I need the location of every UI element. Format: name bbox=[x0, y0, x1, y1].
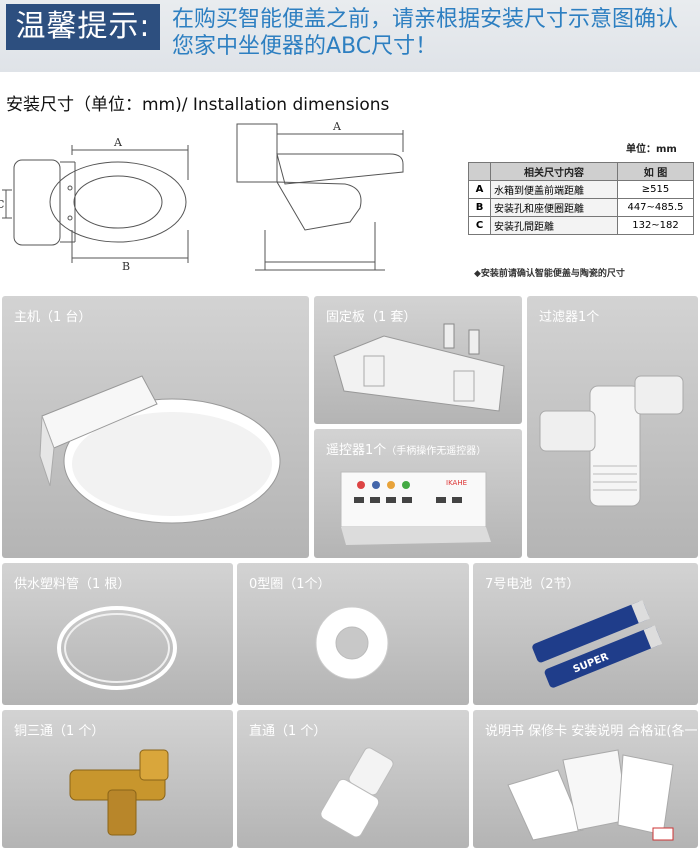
remote-label-note: （手柄操作无遥控器） bbox=[386, 446, 487, 457]
main-unit-label: 主机（1 台） bbox=[14, 310, 92, 325]
water-pipe-image bbox=[57, 606, 177, 690]
documents-image bbox=[507, 749, 674, 841]
row-key: B bbox=[468, 198, 491, 217]
mounting-plate-image bbox=[333, 323, 505, 412]
battery-image: SUPER bbox=[532, 600, 663, 688]
dim-b-label: B bbox=[122, 260, 130, 273]
straight-connector-image bbox=[320, 747, 394, 838]
mounting-plate-label: 固定板（1 套） bbox=[326, 310, 417, 325]
mounting-plate-tile: 固定板（1 套） bbox=[314, 296, 522, 424]
warning-badge: 温馨提示: bbox=[6, 4, 160, 50]
remote-control-tile: 遥控器1个（手柄操作无遥控器） IKAHE bbox=[314, 429, 522, 558]
warning-line-2: 您家中坐便器的ABC尺寸！ bbox=[172, 34, 438, 59]
remote-control-label: 遥控器1个（手柄操作无遥控器） bbox=[326, 439, 486, 458]
top-view-diagram: A B C bbox=[0, 136, 189, 273]
main-unit-tile: 主机（1 台） bbox=[2, 296, 309, 558]
side-view-diagram: A bbox=[236, 120, 404, 271]
dim-a-label: A bbox=[113, 136, 123, 149]
row-value: 447~485.5 bbox=[617, 198, 694, 217]
row-desc: 水箱到便盖前端距離 bbox=[490, 180, 618, 199]
o-ring-tile: 0型圈（1个） bbox=[237, 563, 469, 705]
o-ring-image bbox=[315, 606, 389, 680]
remote-label-main: 遥控器1个 bbox=[326, 443, 387, 458]
remote-control-image: IKAHE bbox=[340, 471, 491, 545]
straight-connector-tile: 直通（1 个） bbox=[237, 710, 469, 848]
water-pipe-label: 供水塑料管（1 根） bbox=[14, 577, 131, 592]
documents-label: 说明书 保修卡 安装说明 合格证(各一) bbox=[485, 724, 698, 739]
o-ring-label: 0型圈（1个） bbox=[249, 577, 331, 592]
row-desc: 安装孔和座便圈距離 bbox=[490, 198, 618, 217]
documents-tile: 说明书 保修卡 安装说明 合格证(各一) bbox=[473, 710, 698, 848]
side-dim-a-label: A bbox=[332, 120, 342, 133]
row-value: 132~182 bbox=[617, 216, 694, 235]
straight-connector-label: 直通（1 个） bbox=[249, 724, 327, 739]
table-header-cell bbox=[468, 162, 491, 181]
table-header-row: 相关尺寸内容 如 图 bbox=[468, 162, 694, 181]
row-key: A bbox=[468, 180, 491, 199]
table-row: C 安装孔間距離 132~182 bbox=[468, 216, 694, 235]
battery-label: 7号电池（2节） bbox=[485, 577, 580, 592]
copper-tee-tile: 铜三通（1 个） bbox=[2, 710, 233, 848]
dimension-table: 相关尺寸内容 如 图 A 水箱到便盖前端距離 ≥515 B 安装孔和座便圈距離 … bbox=[468, 162, 694, 235]
copper-tee-image bbox=[69, 749, 169, 836]
dim-c-label: C bbox=[0, 198, 4, 211]
warning-banner: 温馨提示: 在购买智能便盖之前，请亲根据安装尺寸示意图确认 您家中坐便器的ABC… bbox=[0, 0, 700, 72]
installation-title: 安装尺寸（单位：mm)/ Installation dimensions bbox=[6, 95, 390, 115]
copper-tee-label: 铜三通（1 个） bbox=[14, 724, 105, 739]
table-header-cell: 相关尺寸内容 bbox=[490, 162, 618, 181]
filter-image bbox=[539, 375, 684, 507]
row-desc: 安装孔間距離 bbox=[490, 216, 618, 235]
toilet-seat-image bbox=[39, 375, 281, 524]
table-row: B 安装孔和座便圈距離 447~485.5 bbox=[468, 198, 694, 217]
battery-tile: 7号电池（2节） SUPER bbox=[473, 563, 698, 705]
filter-tile: 过滤器1个 bbox=[527, 296, 698, 558]
table-row: A 水箱到便盖前端距離 ≥515 bbox=[468, 180, 694, 199]
row-value: ≥515 bbox=[617, 180, 694, 199]
warning-line-1: 在购买智能便盖之前，请亲根据安装尺寸示意图确认 bbox=[172, 7, 679, 32]
remote-brand-text: IKAHE bbox=[446, 479, 467, 487]
table-header-cell: 如 图 bbox=[617, 162, 694, 181]
row-key: C bbox=[468, 216, 491, 235]
unit-label: 单位：mm bbox=[626, 144, 677, 155]
water-pipe-tile: 供水塑料管（1 根） bbox=[2, 563, 233, 705]
install-note: ◆安装前请确认智能便盖与陶瓷的尺寸 bbox=[474, 269, 625, 279]
filter-label: 过滤器1个 bbox=[539, 310, 600, 325]
warning-text: 在购买智能便盖之前，请亲根据安装尺寸示意图确认 您家中坐便器的ABC尺寸！ bbox=[172, 6, 697, 60]
